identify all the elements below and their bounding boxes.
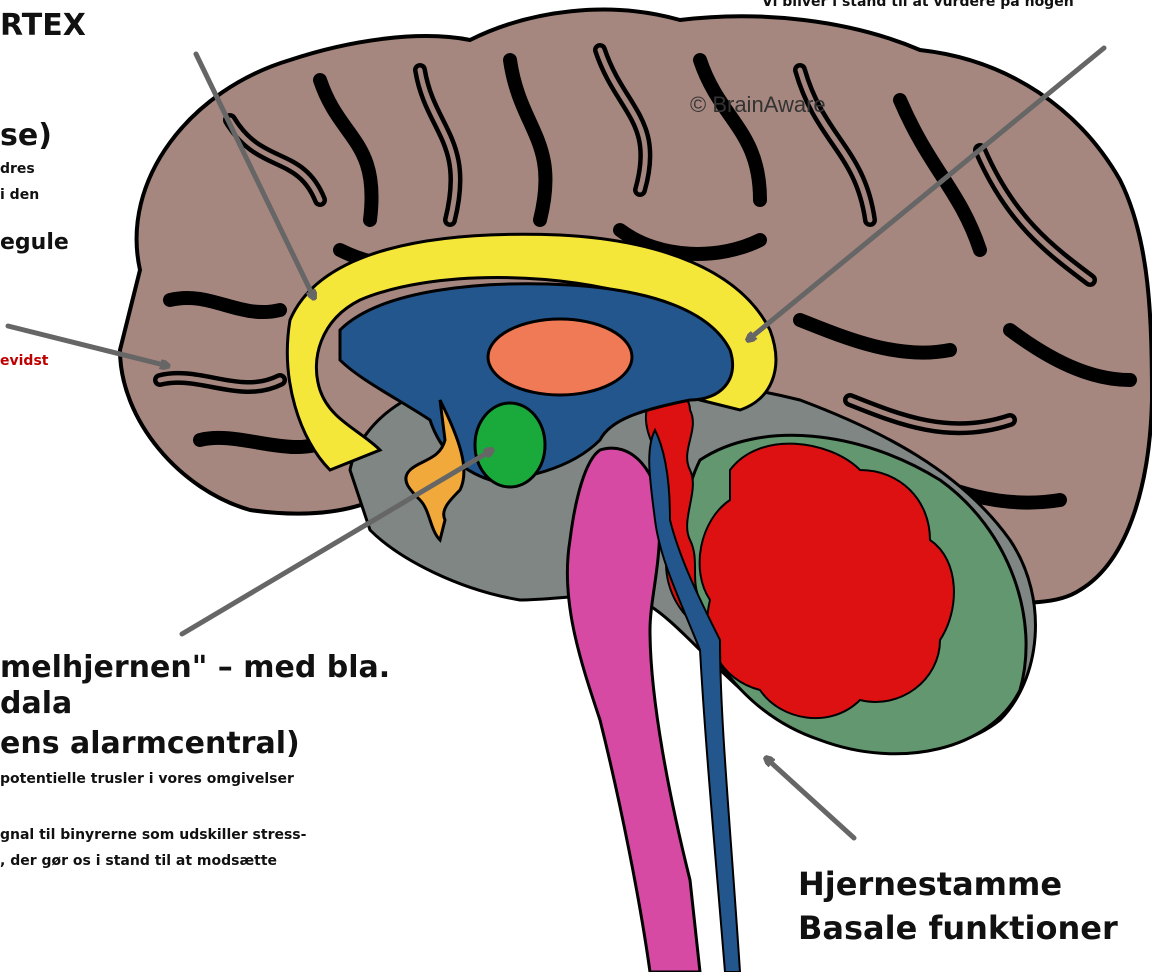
brainstem-line1: Hjernestamme <box>798 866 1062 902</box>
limbic-desc-3: , der gør os i stand til at modsætte <box>0 852 277 871</box>
cortex-line2: i den <box>0 186 39 205</box>
limbic-title-3: ens alarmcentral) <box>0 726 300 762</box>
limbic-desc-2: gnal til binyrerne som udskiller stress- <box>0 826 306 845</box>
cortex-red-text: evidst <box>0 352 48 371</box>
thalamus <box>488 319 632 395</box>
copyright-text: © BrainAware <box>690 92 826 117</box>
limbic-title-2: dala <box>0 686 72 722</box>
limbic-title-1: melhjernen" – med bla. <box>0 650 390 686</box>
brainstem-line2: Basale funktioner <box>798 910 1118 946</box>
cortex-heading2: egule <box>0 230 69 255</box>
arrow-brainstem <box>766 758 854 838</box>
cortex-subtitle: se) <box>0 118 52 154</box>
top-right-text: Vi bliver i stand til at vurdere på noge… <box>762 0 1074 10</box>
cortex-line1: dres <box>0 160 35 179</box>
cortex-title: RTEX <box>0 8 86 44</box>
amygdala <box>475 403 545 487</box>
limbic-desc-1: potentielle trusler i vores omgivelser <box>0 770 294 789</box>
